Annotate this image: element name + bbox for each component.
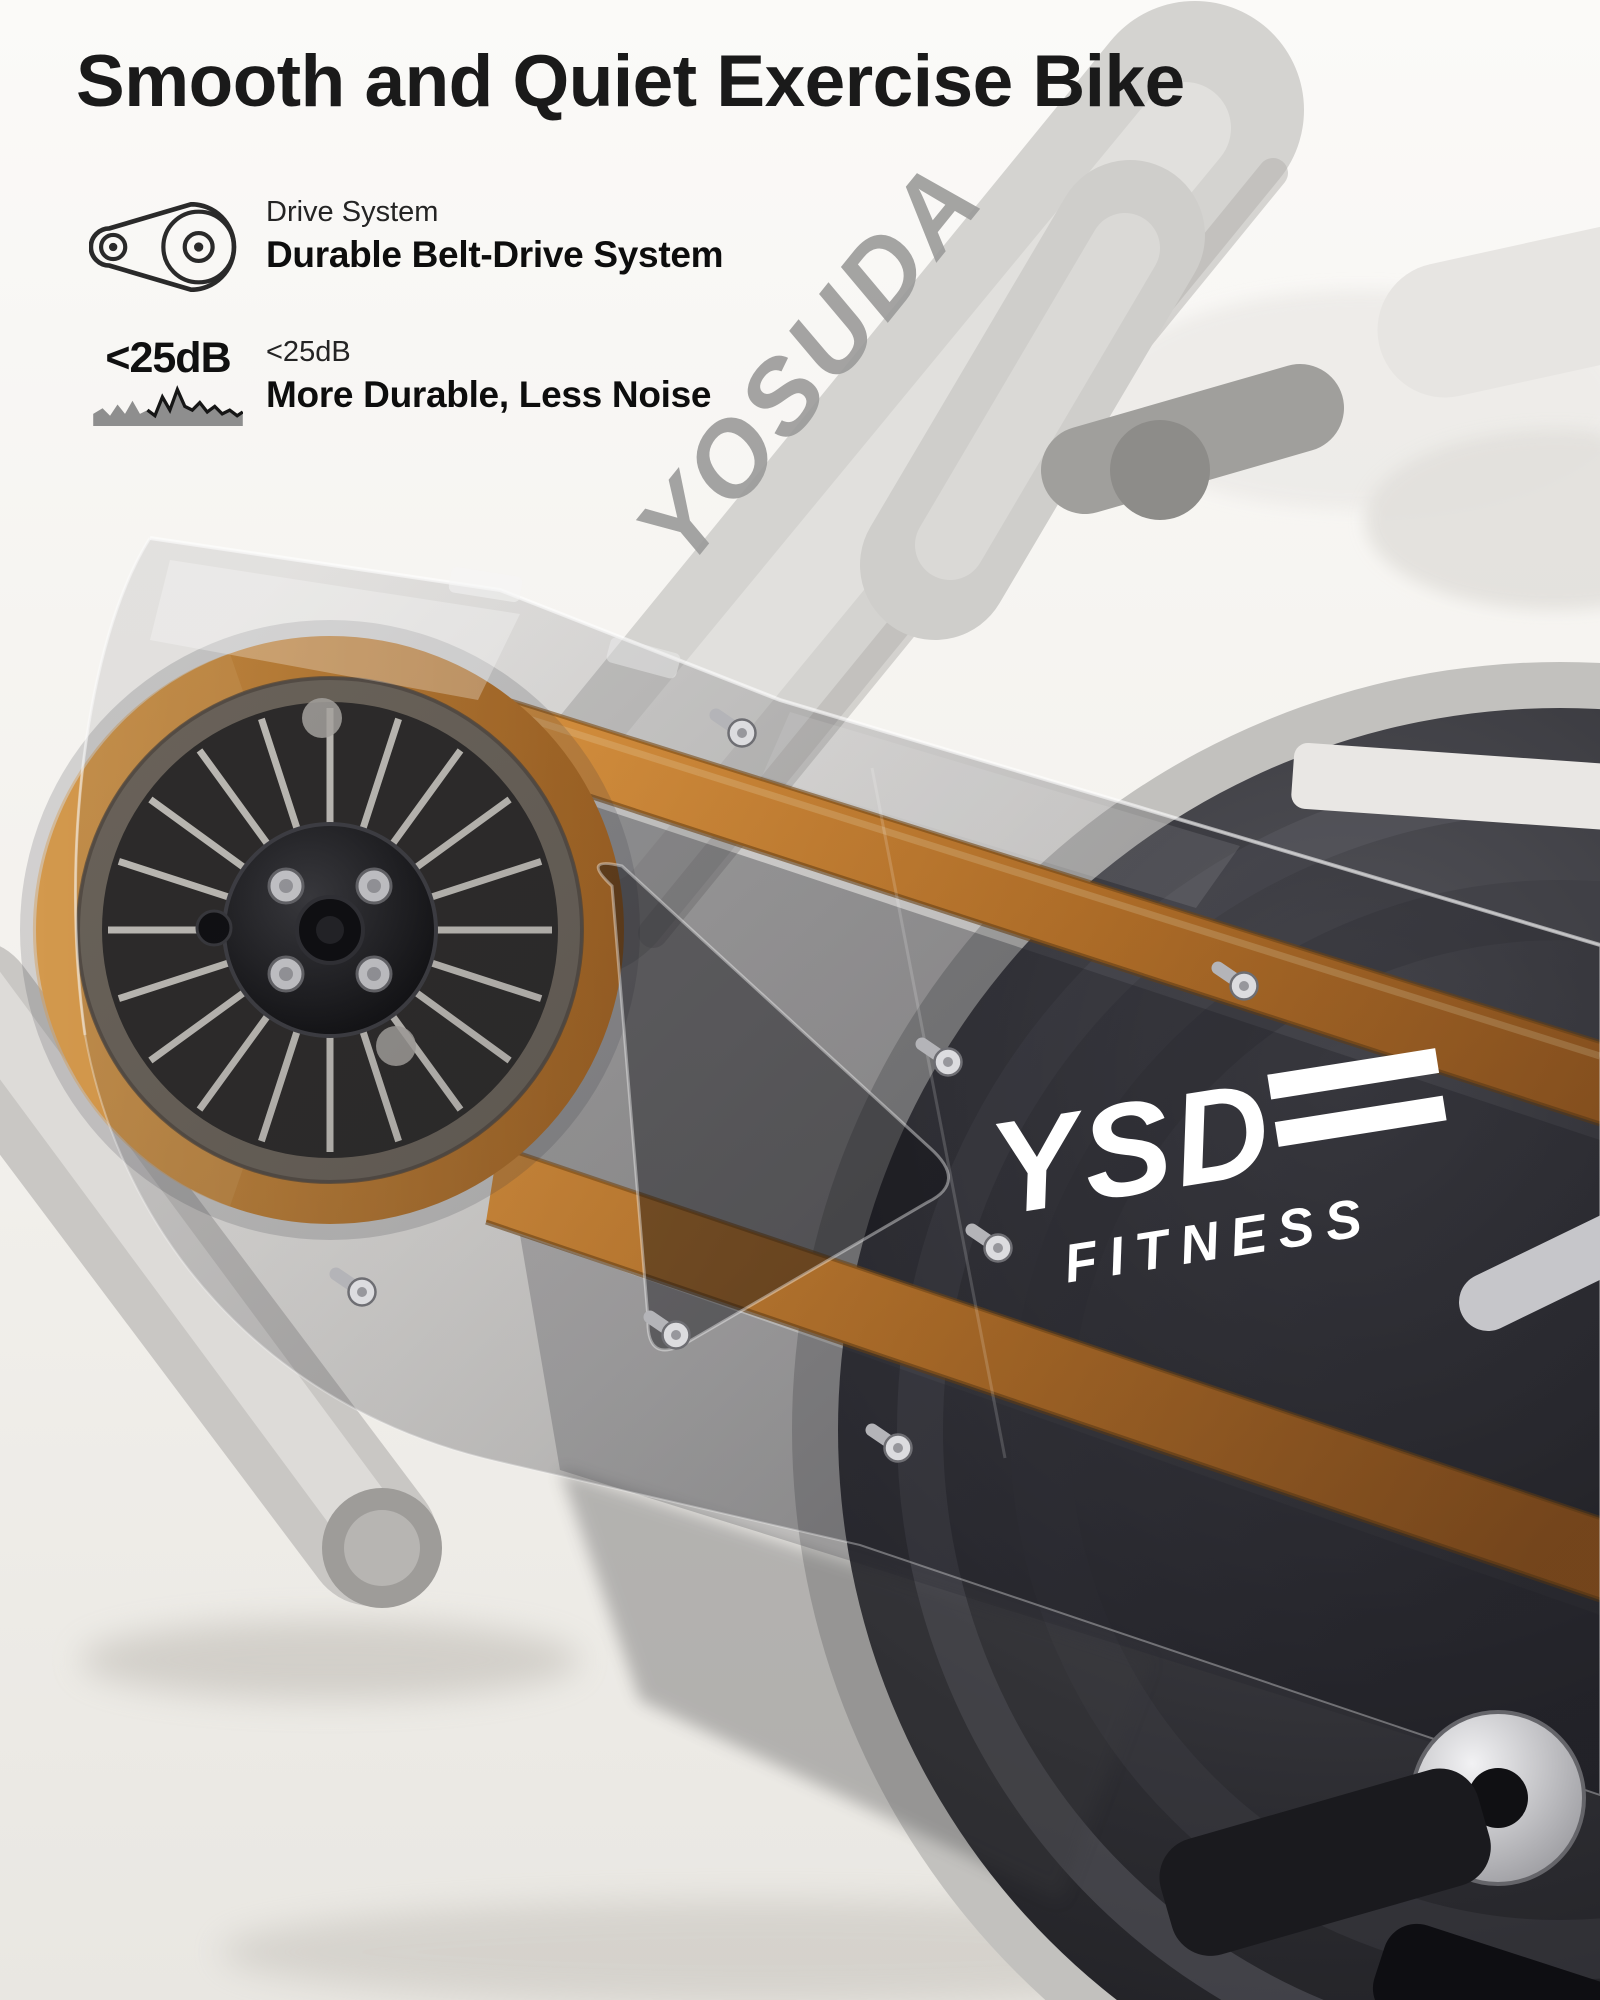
crank-pedal [1159,1215,1600,2000]
stabilizer-leg [0,946,442,1608]
brand-bar [1267,1048,1440,1100]
protective-cover [73,536,1600,1797]
brand-bar [1274,1095,1447,1147]
